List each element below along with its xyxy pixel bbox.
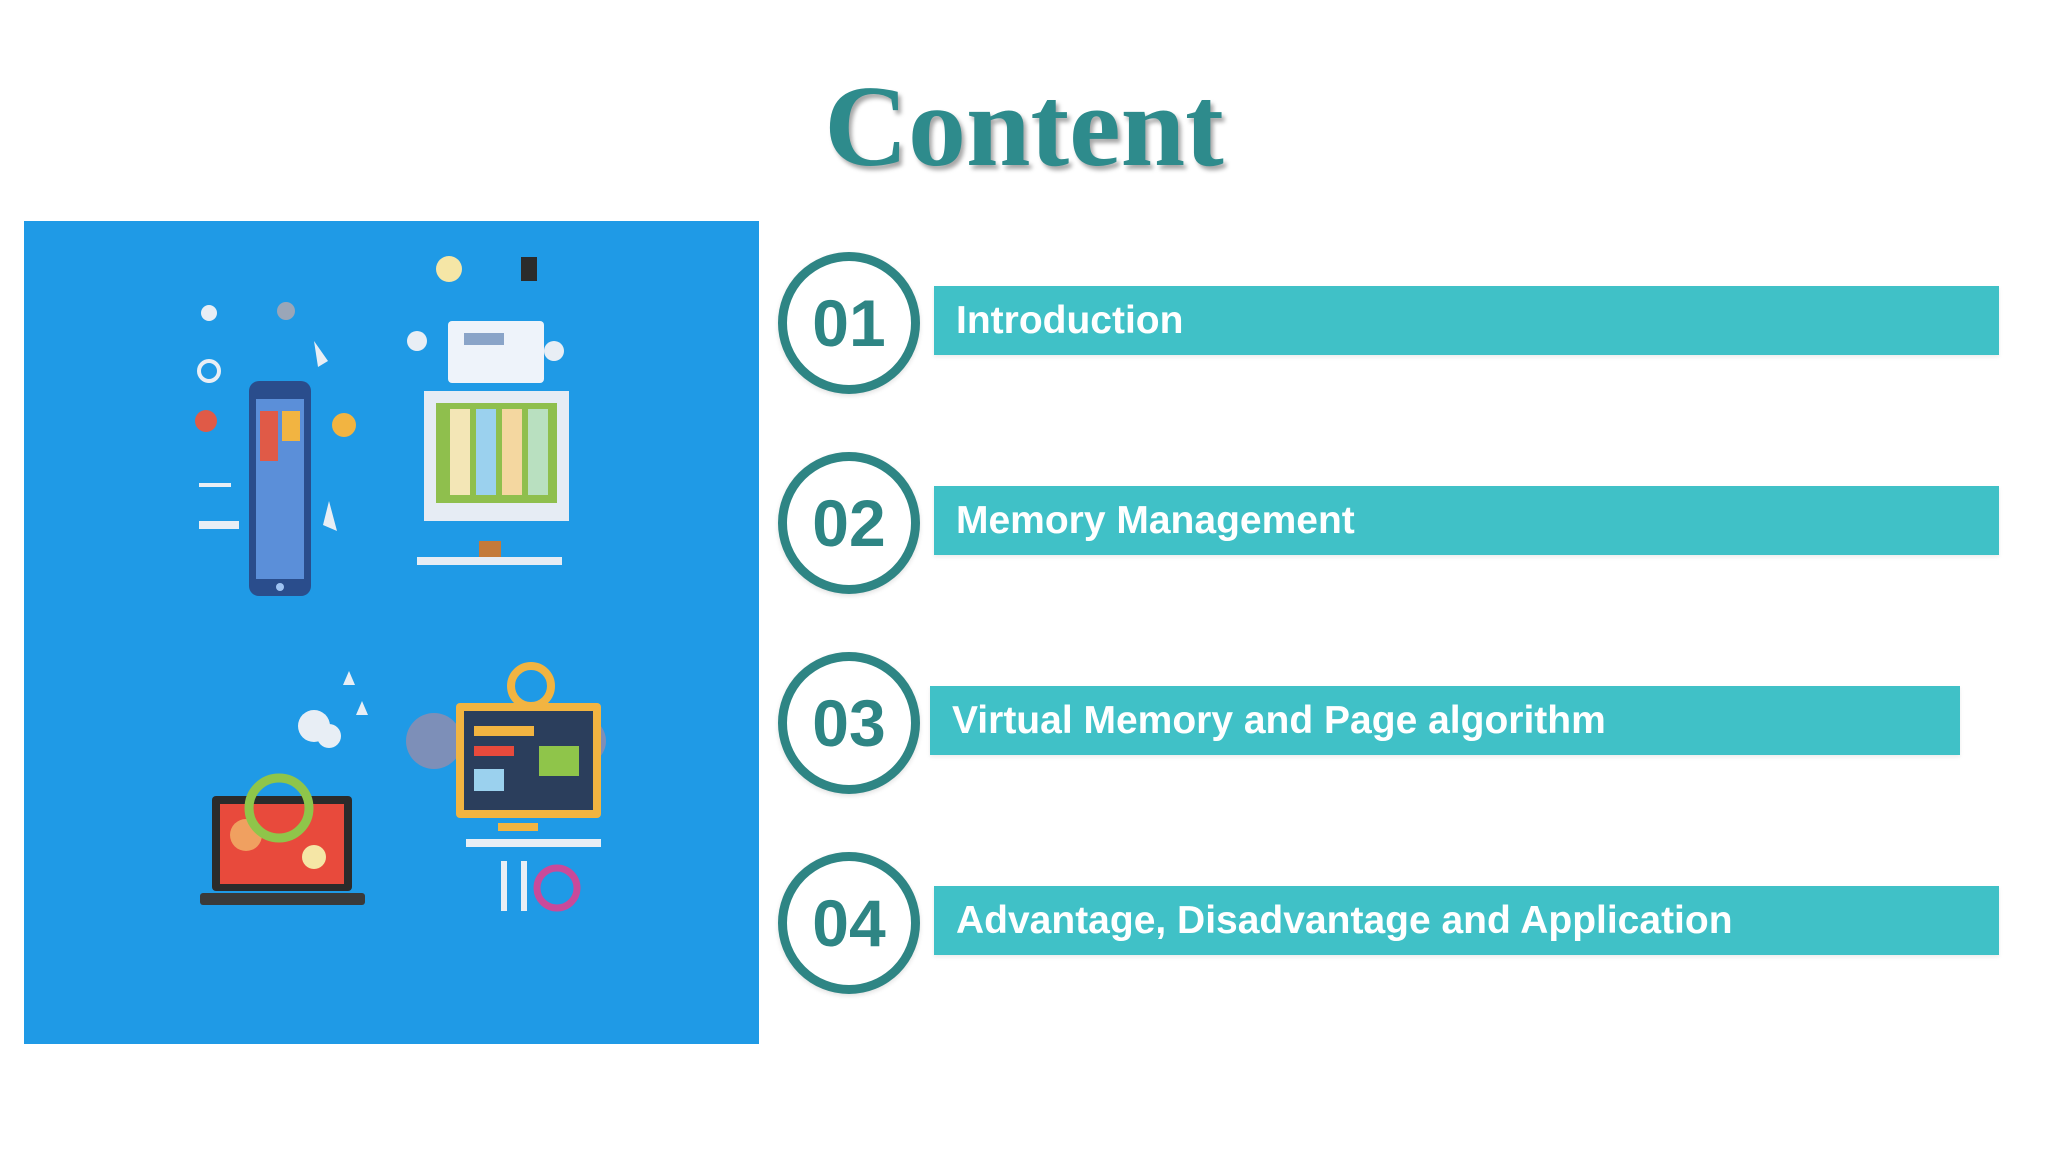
monitor-tools-icon (406, 662, 606, 912)
item-label[interactable]: Advantage, Disadvantage and Application (934, 886, 1999, 955)
technology-illustration (24, 221, 759, 1044)
laptop-gear-icon (200, 671, 368, 905)
item-number: 04 (778, 852, 920, 994)
item-number: 01 (778, 252, 920, 394)
list-item[interactable]: 01 Introduction (774, 252, 2014, 402)
page-title: Content (824, 63, 1224, 191)
item-label[interactable]: Introduction (934, 286, 1999, 355)
list-item[interactable]: 03 Virtual Memory and Page algorithm (774, 652, 2014, 802)
illustration-graphic (195, 256, 606, 912)
list-item[interactable]: 02 Memory Management (774, 452, 2014, 602)
smartphone-icon (195, 302, 356, 596)
item-label[interactable]: Virtual Memory and Page algorithm (930, 686, 1960, 755)
item-number: 03 (778, 652, 920, 794)
desktop-monitor-icon (407, 256, 569, 565)
item-number: 02 (778, 452, 920, 594)
item-label[interactable]: Memory Management (934, 486, 1999, 555)
list-item[interactable]: 04 Advantage, Disadvantage and Applicati… (774, 852, 2014, 1002)
